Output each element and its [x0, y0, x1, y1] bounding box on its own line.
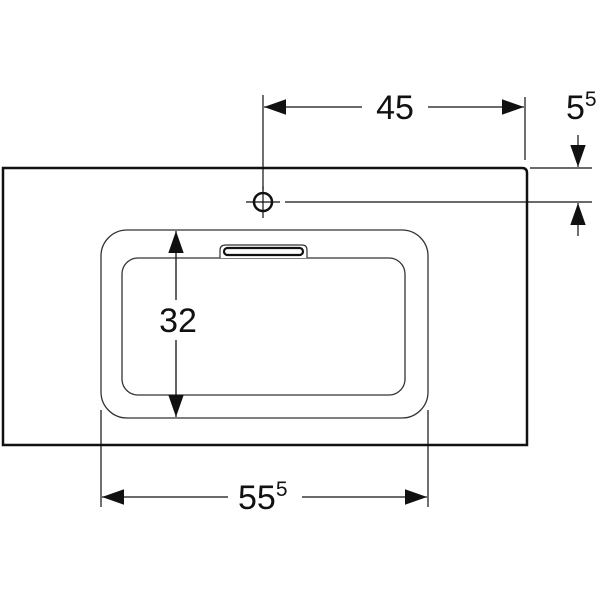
dimension-label-main: 55 [238, 479, 276, 517]
countertop-outline [1, 166, 529, 447]
dimension-label-superscript: 5 [585, 88, 597, 111]
dimension-label-superscript: 5 [276, 478, 288, 501]
dimension-label-5-5: 55 [566, 88, 597, 127]
dimension-label-45: 45 [376, 89, 414, 127]
tap-hole-icon [246, 186, 280, 218]
dimension-label-55-5: 555 [238, 478, 288, 517]
dimension-label-32: 32 [159, 302, 197, 340]
basin-outer-rim [100, 229, 429, 419]
dimension-label-main: 5 [566, 89, 585, 127]
overflow-slot [222, 246, 305, 257]
